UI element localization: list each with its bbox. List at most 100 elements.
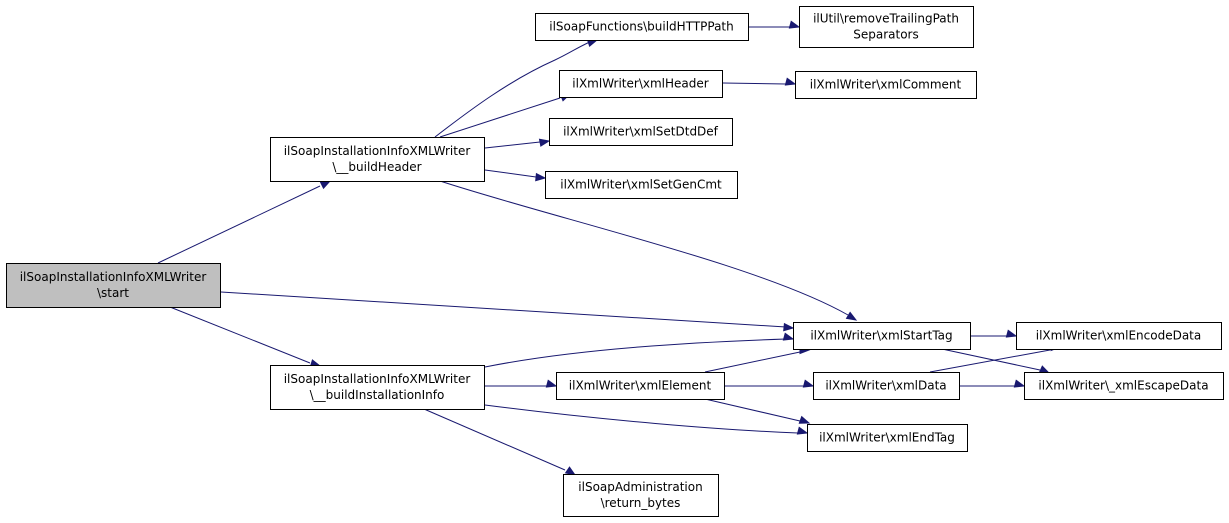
edge-xmlElement-to-xmlStartTag <box>704 345 811 373</box>
node-label-line: ilXmlWriter\xmlEndTag <box>819 431 955 445</box>
arrowhead-icon <box>796 426 809 435</box>
edge-buildInstallationInfo-to-xmlElement <box>485 379 558 388</box>
node-xmlEndTag[interactable]: ilXmlWriter\xmlEndTag <box>807 424 968 452</box>
edge-xmlElement-to-xmlEndTag <box>704 398 811 424</box>
node-start[interactable]: ilSoapInstallationInfoXMLWriter \start <box>6 263 221 308</box>
edge-xmlElement-to-xmlData <box>724 379 815 388</box>
edge-start-to-buildHeader <box>157 180 332 264</box>
node-label-line: ilXmlWriter\_xmlEscapeData <box>1038 379 1208 393</box>
node-box <box>563 474 719 517</box>
node-label-line: ilXmlWriter\xmlComment <box>810 78 962 92</box>
node-box <box>559 70 723 98</box>
node-label-line: ilSoapInstallationInfoXMLWriter <box>20 270 207 284</box>
node-box <box>799 6 974 48</box>
edge-line <box>434 41 591 138</box>
node-label-line: \__buildHeader <box>332 160 421 174</box>
edge-buildHeader-to-xmlSetDtdDef <box>484 138 551 149</box>
node-label-line: ilSoapInstallationInfoXMLWriter <box>284 372 471 386</box>
arrowhead-icon <box>782 332 795 341</box>
edge-line <box>484 169 537 178</box>
node-label-line: \__buildInstallationInfo <box>310 388 445 402</box>
edge-start-to-buildInstallationInfo <box>169 306 322 368</box>
edge-line <box>439 180 849 316</box>
node-box <box>1016 322 1222 350</box>
node-xmlHeader[interactable]: ilXmlWriter\xmlHeader <box>559 70 723 98</box>
node-xmlComment[interactable]: ilXmlWriter\xmlComment <box>795 71 977 99</box>
edge-line <box>484 141 541 149</box>
node-box <box>795 71 977 99</box>
arrowhead-icon <box>538 138 551 147</box>
edge-buildInstallationInfo-to-xmlEndTag <box>484 404 809 435</box>
edge-buildInstallationInfo-to-xmlStartTag <box>484 332 795 368</box>
node-buildHTTPPath[interactable]: ilSoapFunctions\buildHTTPPath <box>535 13 749 41</box>
edge-line <box>941 348 1041 371</box>
node-buildHeader[interactable]: ilSoapInstallationInfoXMLWriter \__buildH… <box>270 137 485 182</box>
node-label-line: ilSoapFunctions\buildHTTPPath <box>549 20 734 34</box>
node-label-line: ilXmlWriter\xmlStartTag <box>810 329 952 343</box>
node-label-line: ilUtil\removeTrailingPath <box>813 12 959 26</box>
edge-line <box>929 349 1051 373</box>
node-xmlElement[interactable]: ilXmlWriter\xmlElement <box>556 372 725 400</box>
node-label-line: ilSoapInstallationInfoXMLWriter <box>284 144 471 158</box>
node-label-line: ilXmlWriter\xmlEncodeData <box>1036 329 1201 343</box>
edge-xmlData-to-xmlEscapeData <box>959 379 1026 388</box>
node-box <box>807 424 968 452</box>
edge-line <box>484 338 787 368</box>
edge-line <box>220 291 787 328</box>
edge-line <box>439 97 561 138</box>
node-label-line: \start <box>97 286 129 300</box>
node-label-line: ilXmlWriter\xmlData <box>825 379 946 393</box>
edge-xmlHeader-to-xmlComment <box>722 77 797 86</box>
node-buildInstallationInfo[interactable]: ilSoapInstallationInfoXMLWriter \__buildI… <box>270 365 485 410</box>
node-box <box>1024 372 1224 400</box>
edge-xmlStartTag-to-xmlEncodeData <box>970 329 1018 338</box>
node-box <box>270 137 485 182</box>
node-box <box>535 13 749 41</box>
node-box <box>270 365 485 410</box>
node-label-line: Separators <box>853 28 919 42</box>
edge-buildHTTPPath-to-removeTrailing <box>749 20 801 29</box>
node-box <box>813 372 960 400</box>
arrowhead-icon <box>1038 365 1051 374</box>
arrowhead-icon <box>788 20 801 29</box>
arrowhead-icon <box>564 466 577 476</box>
node-xmlSetGenCmt[interactable]: ilXmlWriter\xmlSetGenCmt <box>545 171 738 199</box>
node-label-line: ilSoapAdministration <box>578 480 702 494</box>
arrowhead-icon <box>784 77 797 86</box>
node-box <box>6 263 221 308</box>
arrowhead-icon <box>845 311 858 321</box>
edge-line <box>169 306 311 364</box>
node-xmlData[interactable]: ilXmlWriter\xmlData <box>813 372 960 400</box>
node-returnBytes[interactable]: ilSoapAdministration \return_bytes <box>563 474 719 517</box>
node-xmlEscapeData[interactable]: ilXmlWriter\_xmlEscapeData <box>1024 372 1224 400</box>
edge-line <box>484 404 799 434</box>
edge-line <box>704 351 801 373</box>
arrowhead-icon <box>1013 379 1026 388</box>
node-box <box>545 171 738 199</box>
edge-line <box>423 408 566 471</box>
nodes-layer: ilSoapInstallationInfoXMLWriter\startilS… <box>6 6 1224 517</box>
edge-line <box>722 82 787 85</box>
edge-line <box>704 398 801 422</box>
edges-layer <box>157 20 1062 476</box>
node-label-line: ilXmlWriter\xmlSetDtdDef <box>563 125 719 139</box>
node-xmlSetDtdDef[interactable]: ilXmlWriter\xmlSetDtdDef <box>549 118 733 146</box>
edge-line <box>157 185 321 264</box>
node-label-line: ilXmlWriter\xmlHeader <box>572 77 708 91</box>
edge-xmlStartTag-to-xmlEscapeData <box>941 348 1051 374</box>
edge-buildInstallationInfo-to-returnBytes <box>423 408 577 476</box>
arrowhead-icon <box>783 322 795 332</box>
arrowhead-icon <box>535 172 547 182</box>
node-xmlEncodeData[interactable]: ilXmlWriter\xmlEncodeData <box>1016 322 1222 350</box>
arrowhead-icon <box>798 415 811 424</box>
node-box <box>793 322 971 350</box>
arrowhead-icon <box>1005 329 1018 338</box>
edge-buildHeader-to-xmlSetGenCmt <box>484 169 547 182</box>
node-xmlStartTag[interactable]: ilXmlWriter\xmlStartTag <box>793 322 971 350</box>
node-box <box>549 118 733 146</box>
node-label-line: ilXmlWriter\xmlElement <box>569 379 712 393</box>
node-label-line: \return_bytes <box>601 496 681 510</box>
edge-start-to-xmlStartTag <box>220 291 795 332</box>
